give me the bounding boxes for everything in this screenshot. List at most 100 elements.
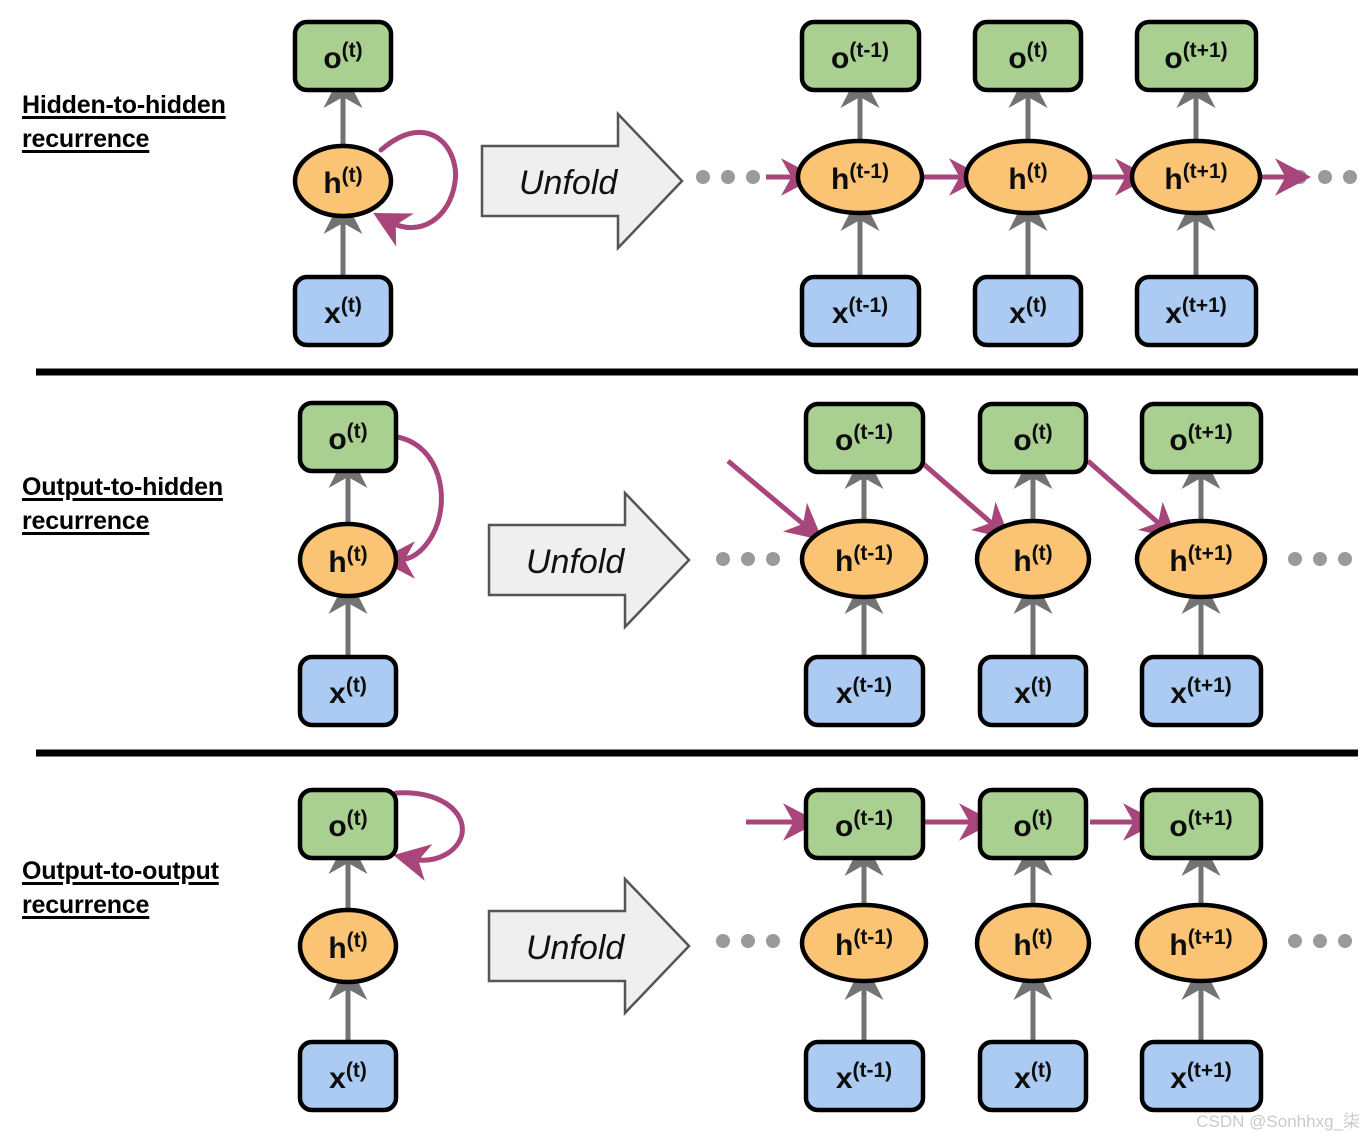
node-output: o(t) <box>977 401 1089 475</box>
node-input: x(t-1) <box>799 274 922 348</box>
node-output: o(t+1) <box>1139 401 1264 475</box>
node-label: h(t) <box>328 543 367 579</box>
node-label: x(t) <box>329 1059 367 1095</box>
recurrent-arrow-in-2 <box>726 459 823 541</box>
node-label: h(t) <box>1008 160 1047 196</box>
unfold-label: Unfold <box>526 543 625 581</box>
node-label: x(t-1) <box>836 1059 892 1095</box>
node-input: x(t) <box>977 1039 1089 1113</box>
recurrent-self-loop-hidden <box>373 129 459 247</box>
timestep-t-plus-1: o(t+1) h(t+1) x(t+1) <box>1134 787 1268 1113</box>
timestep-t-minus-1: o(t-1) h(t-1) x(t-1) <box>795 19 925 348</box>
node-hidden: h(t+1) <box>1134 902 1268 984</box>
row-label-line2: recurrence <box>22 891 150 919</box>
node-label: h(t+1) <box>1164 160 1227 196</box>
node-label: x(t-1) <box>836 674 892 710</box>
unfold-label: Unfold <box>526 929 625 967</box>
node-input: x(t) <box>977 654 1089 728</box>
node-input: x(t-1) <box>803 1039 926 1113</box>
node-input: x(t+1) <box>1139 1039 1264 1113</box>
node-label: x(t+1) <box>1165 294 1227 330</box>
node-input-folded: x(t) <box>297 654 399 728</box>
node-label: h(t+1) <box>1169 542 1232 578</box>
node-input: x(t+1) <box>1134 274 1259 348</box>
node-label: o(t-1) <box>835 421 893 457</box>
node-label: x(t) <box>324 294 362 330</box>
row-output-to-output: o(t) h(t) x(t) Unfold <box>297 787 1352 1113</box>
node-input: x(t+1) <box>1139 654 1264 728</box>
node-label: h(t) <box>1013 542 1052 578</box>
node-label: h(t) <box>323 164 362 200</box>
row-label-hidden-to-hidden: Hidden-to-hidden recurrence <box>22 88 226 156</box>
node-output: o(t-1) <box>803 401 926 475</box>
node-input-folded: x(t) <box>297 1039 399 1113</box>
node-label: x(t+1) <box>1170 1059 1232 1095</box>
node-input: x(t) <box>972 274 1084 348</box>
row-label-line1: Hidden-to-hidden <box>22 91 226 119</box>
node-hidden: h(t+1) <box>1129 138 1263 216</box>
node-label: o(t-1) <box>835 807 893 843</box>
unfold-label: Unfold <box>519 164 618 202</box>
node-hidden: h(t-1) <box>799 518 929 600</box>
node-output: o(t-1) <box>803 787 926 861</box>
node-label: o(t+1) <box>1164 39 1227 75</box>
recurrent-self-loop-output <box>393 790 465 881</box>
timestep-t-plus-1: o(t+1) h(t+1) x(t+1) <box>1134 401 1268 728</box>
node-hidden-folded: h(t) <box>297 521 399 599</box>
node-label: x(t-1) <box>832 294 888 330</box>
node-label: h(t+1) <box>1169 926 1232 962</box>
node-hidden-folded: h(t) <box>297 907 399 985</box>
node-output: o(t+1) <box>1139 787 1264 861</box>
unfold-arrow-3: Unfold <box>487 875 691 1017</box>
node-label: o(t) <box>328 807 367 843</box>
node-label: h(t-1) <box>835 542 893 578</box>
node-output: o(t) <box>972 19 1084 93</box>
node-label: x(t) <box>1014 674 1052 710</box>
node-output: o(t) <box>977 787 1089 861</box>
row-hidden-to-hidden: o(t) h(t) x(t) Unfold <box>36 19 1358 376</box>
ellipsis-left-1 <box>696 170 760 184</box>
recurrent-arrow-o2-h3 <box>1086 459 1178 540</box>
timestep-t: o(t) h(t) x(t) <box>974 787 1092 1113</box>
node-hidden-folded: h(t) <box>292 143 394 219</box>
node-label: o(t) <box>1013 807 1052 843</box>
watermark: CSDN @Sonhhxg_柒 <box>1196 1112 1360 1131</box>
ellipsis-left-3 <box>716 934 780 948</box>
node-label: x(t) <box>329 674 367 710</box>
node-hidden: h(t-1) <box>799 902 929 984</box>
node-hidden: h(t) <box>963 138 1093 216</box>
ellipsis-right-3 <box>1288 934 1352 948</box>
timestep-t-minus-1: o(t-1) h(t-1) x(t-1) <box>799 787 929 1113</box>
row-label-line2: recurrence <box>22 125 150 153</box>
row-label-line1: Output-to-hidden <box>22 473 223 501</box>
timestep-t-minus-1: o(t-1) h(t-1) x(t-1) <box>799 401 929 728</box>
node-label: h(t-1) <box>831 160 889 196</box>
node-output-folded: o(t) <box>297 787 399 861</box>
node-label: x(t) <box>1009 294 1047 330</box>
node-output-folded: o(t) <box>292 19 394 93</box>
timestep-t: o(t) h(t) x(t) <box>974 401 1092 728</box>
node-output: o(t+1) <box>1134 19 1259 93</box>
node-label: h(t) <box>328 929 367 965</box>
node-hidden: h(t+1) <box>1134 518 1268 600</box>
node-label: x(t+1) <box>1170 674 1232 710</box>
ellipsis-right-2 <box>1288 552 1352 566</box>
node-label: o(t+1) <box>1169 807 1232 843</box>
recurrent-arrow-o1-h2 <box>918 459 1011 540</box>
node-label: o(t) <box>328 420 367 456</box>
node-label: o(t+1) <box>1169 421 1232 457</box>
ellipsis-left-2 <box>716 552 780 566</box>
node-input: x(t-1) <box>803 654 926 728</box>
node-input-folded: x(t) <box>292 274 394 348</box>
row-output-to-hidden: o(t) h(t) x(t) Unfold <box>36 400 1358 757</box>
unfold-arrow-2: Unfold <box>487 489 691 631</box>
node-label: x(t) <box>1014 1059 1052 1095</box>
node-output: o(t-1) <box>799 19 922 93</box>
node-label: o(t-1) <box>831 39 889 75</box>
node-label: o(t) <box>1008 39 1047 75</box>
row-label-line2: recurrence <box>22 507 150 535</box>
node-hidden: h(t) <box>974 902 1092 984</box>
